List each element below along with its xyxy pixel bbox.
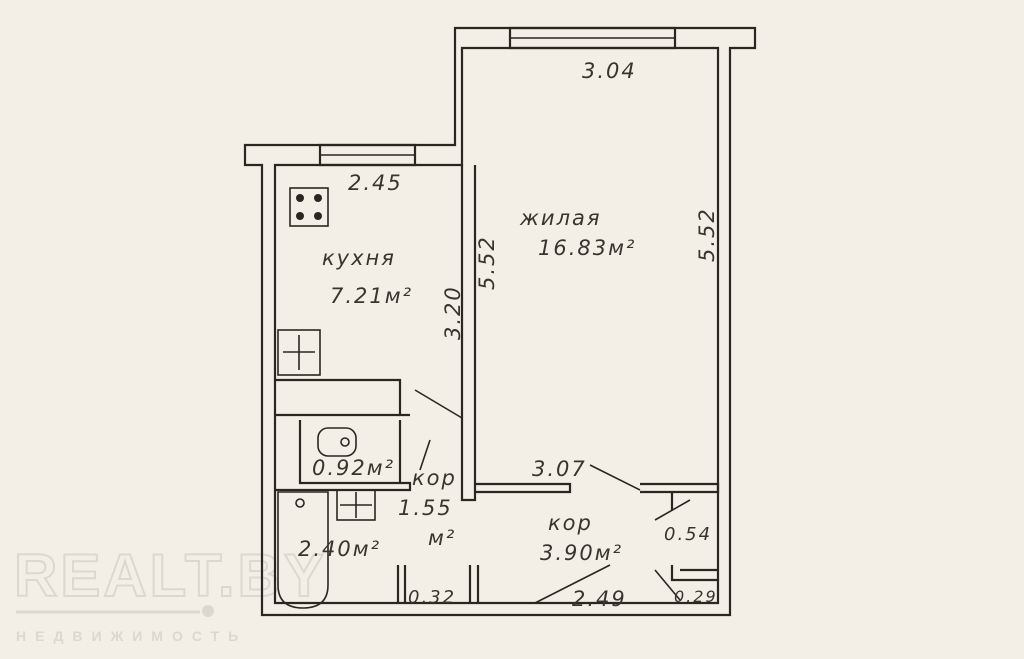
corridor-main-name: кор	[548, 511, 593, 535]
kitchen-width: 2.45	[348, 171, 403, 195]
bath-sink-icon	[336, 489, 376, 521]
corridor-small-name: кор	[412, 466, 457, 490]
kitchen-area: 7.21м²	[330, 284, 413, 308]
toilet-area: 0.92м²	[312, 456, 395, 480]
stove-icon	[289, 187, 329, 227]
toilet-icon	[317, 427, 357, 457]
bathroom-area: 2.40м²	[298, 537, 381, 561]
watermark-tagline: НЕДВИЖИМОСТЬ	[16, 628, 247, 644]
living-depth-right: 5.52	[695, 207, 719, 262]
bathtub-icon	[277, 491, 329, 609]
living-width: 3.04	[582, 59, 637, 83]
closet-small-area: 0.32	[408, 587, 456, 608]
kitchen-name: кухня	[322, 246, 396, 270]
corridor-small-area: 1.55	[398, 496, 453, 520]
corridor-main-area: 3.90м²	[540, 541, 623, 565]
living-depth-left: 5.52	[475, 235, 499, 290]
kitchen-sink-icon	[277, 329, 321, 376]
corridor-main-width: 3.07	[532, 457, 587, 481]
closet-a-area: 0.54	[664, 524, 712, 545]
closet-b-area: 0.29	[674, 587, 718, 606]
kitchen-depth: 3.20	[441, 285, 465, 340]
svg-text:REALT.BY: REALT.BY	[14, 542, 327, 609]
corridor-main-length: 2.49	[572, 587, 627, 611]
corridor-small-unit: м²	[428, 526, 456, 550]
watermark-logo: REALT.BY НЕДВИЖИМОСТЬ	[13, 541, 327, 644]
living-name: жилая	[519, 206, 602, 230]
living-area: 16.83м²	[538, 236, 636, 260]
